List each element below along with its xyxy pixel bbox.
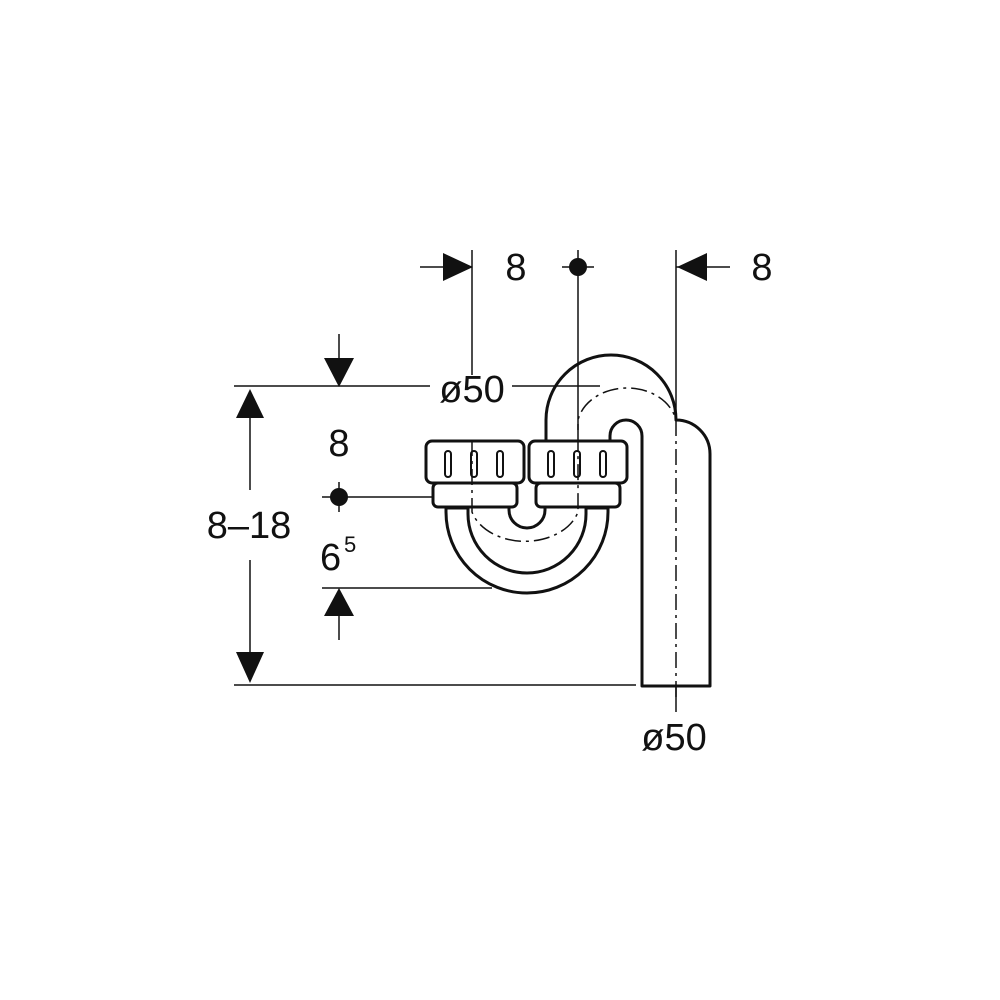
overall-height-label: 8–18 — [207, 505, 292, 547]
arrow-up-icon — [236, 389, 264, 418]
arrow-up-icon — [324, 588, 354, 616]
arrow-down-icon — [324, 358, 354, 387]
inlet-vertical-offset-label: 8 — [328, 423, 349, 465]
center-point-icon — [330, 488, 348, 506]
top-right-offset-label: 8 — [751, 247, 772, 289]
centerlines — [471, 387, 677, 700]
outlet-bend-pipe — [544, 353, 712, 688]
arrow-left-icon — [677, 253, 707, 281]
trap-inner-hump — [507, 502, 547, 530]
arrow-right-icon — [443, 253, 473, 281]
inlet-nut-left — [424, 439, 526, 509]
left-nut-collar — [431, 481, 519, 509]
inlet-diameter-label: ø50 — [439, 369, 504, 411]
outlet-diameter-label: ø50 — [641, 717, 706, 759]
trap-depth-label: 6 — [320, 537, 341, 579]
center-point-icon — [569, 258, 587, 276]
u-trap-pipe — [444, 506, 610, 595]
top-left-offset-label: 8 — [505, 247, 526, 289]
siphon-body — [444, 353, 712, 688]
arrow-down-icon — [236, 652, 264, 683]
bend-centerline — [577, 387, 677, 440]
trap-depth-superscript: 5 — [344, 532, 356, 557]
trap-centerline — [471, 440, 579, 543]
